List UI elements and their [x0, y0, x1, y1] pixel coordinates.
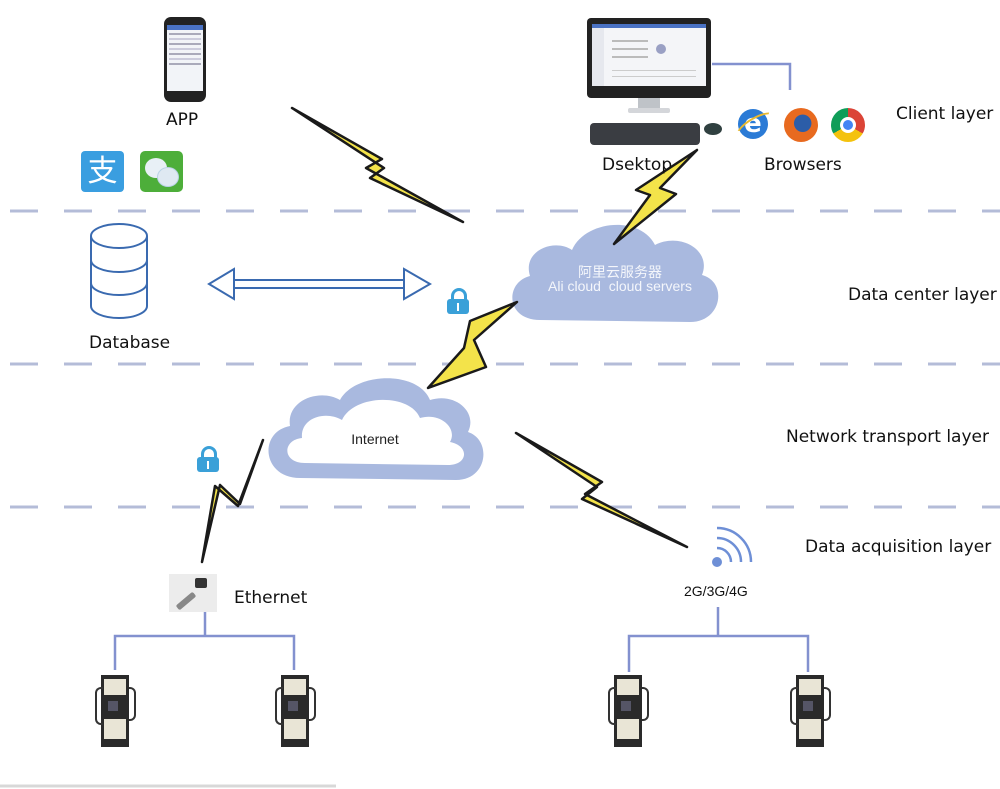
layer-label-data-center: Data center layer — [848, 285, 997, 305]
desktop-label: Dsektop — [602, 155, 673, 175]
mouse-icon — [704, 123, 722, 135]
alipay-icon: 支 — [81, 151, 124, 192]
cloud-server-label-en: Ali cloud cloud servers — [548, 278, 692, 294]
cloud-server-shape — [512, 224, 719, 322]
ethernet-tree-connector — [113, 634, 296, 670]
monitor-icon — [587, 18, 711, 98]
browsers-label: Browsers — [764, 155, 842, 175]
bidirectional-arrow — [207, 267, 433, 301]
ethernet-label: Ethernet — [234, 588, 308, 608]
charging-station-icon — [275, 675, 316, 747]
lock-icon — [447, 288, 469, 314]
layer-label-acquisition: Data acquisition layer — [805, 537, 992, 557]
internet-cloud-shape — [268, 378, 484, 480]
smartphone-icon — [164, 17, 206, 102]
lightning-bolt-internet-ethernet — [200, 438, 265, 564]
charging-station-icon — [790, 675, 831, 747]
lightning-bolt-cloud-internet — [426, 300, 519, 390]
firefox-icon — [784, 108, 818, 142]
cloud-server-label-cn: 阿里云服务器 — [578, 264, 662, 280]
wireless-signal-icon — [712, 526, 753, 567]
cellular-label: 2G/3G/4G — [684, 583, 748, 599]
lightning-bolt-app-cloud — [290, 106, 465, 224]
charging-station-icon — [608, 675, 649, 747]
layer-label-client: Client layer — [896, 104, 994, 124]
chrome-icon — [831, 108, 865, 142]
ethernet-port-icon — [169, 574, 217, 612]
internet-label: Internet — [351, 431, 399, 447]
lightning-bolt-desktop-cloud — [612, 148, 699, 246]
desktop-browser-connector — [712, 62, 792, 90]
lock-icon — [197, 446, 219, 472]
app-label: APP — [166, 110, 199, 130]
cellular-tree-connector — [627, 634, 810, 672]
database-label: Database — [89, 333, 171, 353]
wechat-icon — [140, 151, 183, 192]
charging-station-icon — [95, 675, 136, 747]
database-icon — [90, 223, 148, 319]
layer-label-network: Network transport layer — [786, 427, 989, 447]
lightning-bolt-internet-cellular — [514, 431, 689, 549]
keyboard-icon — [590, 123, 700, 145]
internet-explorer-icon: e — [732, 107, 780, 145]
